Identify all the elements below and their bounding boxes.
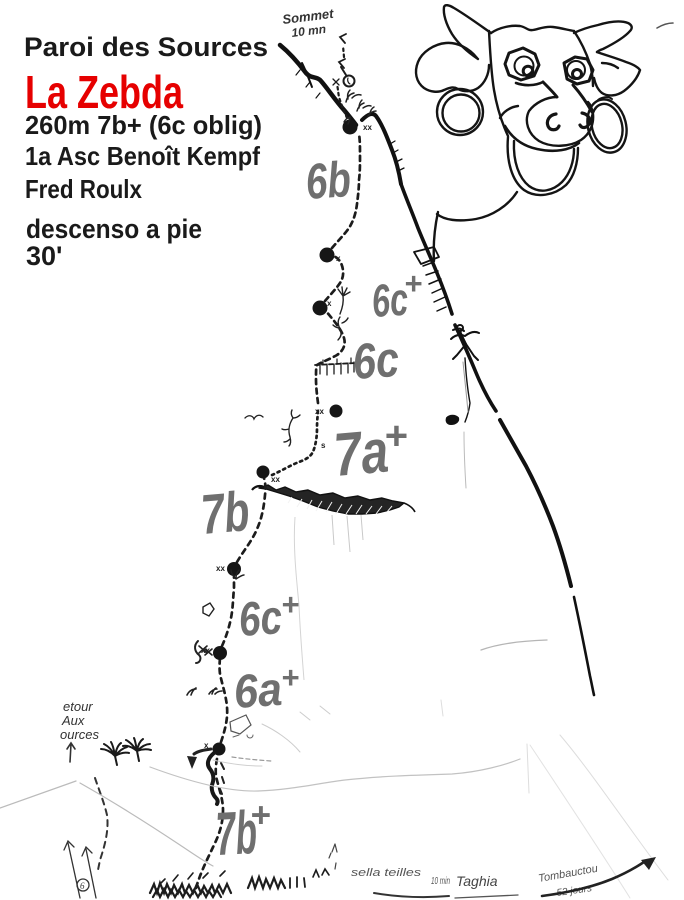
svg-text:6b: 6b	[304, 151, 353, 210]
svg-text:10 min: 10 min	[431, 876, 450, 887]
svg-text:7b: 7b	[199, 479, 252, 546]
svg-text:6: 6	[80, 881, 85, 891]
svg-text:6c: 6c	[237, 591, 284, 647]
svg-text:+: +	[281, 660, 299, 695]
svg-text:1a Asc Benoît Kempf: 1a Asc Benoît Kempf	[25, 141, 260, 171]
svg-text:+: +	[384, 414, 407, 458]
svg-text:Taghia: Taghia	[456, 873, 498, 889]
svg-text:Fred Roulx: Fred Roulx	[25, 174, 142, 204]
svg-text:+: +	[281, 587, 299, 622]
svg-text:xx: xx	[271, 475, 280, 484]
svg-text:Paroi des Sources: Paroi des Sources	[24, 32, 268, 62]
svg-text:x: x	[204, 741, 209, 750]
svg-text:7b: 7b	[214, 798, 259, 868]
svg-text:La Zebda: La Zebda	[25, 66, 183, 118]
svg-text:6a: 6a	[232, 662, 284, 718]
svg-text:+: +	[404, 266, 422, 301]
svg-text:10 mn: 10 mn	[291, 22, 327, 40]
svg-text:s: s	[321, 441, 326, 450]
svg-text:Sommet: Sommet	[282, 6, 335, 27]
svg-text:6c: 6c	[351, 331, 401, 390]
svg-text:xx: xx	[315, 407, 324, 416]
svg-text:Aux: Aux	[61, 713, 85, 728]
svg-text:descenso a pie: descenso a pie	[26, 214, 202, 244]
svg-text:xx: xx	[363, 123, 372, 132]
svg-text:xx: xx	[216, 564, 225, 573]
svg-text:x: x	[327, 299, 332, 308]
svg-text:7a: 7a	[331, 417, 391, 489]
svg-text:6c: 6c	[370, 273, 410, 327]
svg-text:etour: etour	[63, 699, 93, 714]
svg-text:30': 30'	[26, 241, 62, 271]
svg-text:ources: ources	[60, 727, 100, 742]
svg-text:260m 7b+ (6c oblig): 260m 7b+ (6c oblig)	[25, 110, 262, 140]
svg-text:+: +	[250, 796, 270, 835]
svg-text:sella teilles: sella teilles	[351, 867, 422, 879]
svg-text:x: x	[336, 254, 341, 263]
